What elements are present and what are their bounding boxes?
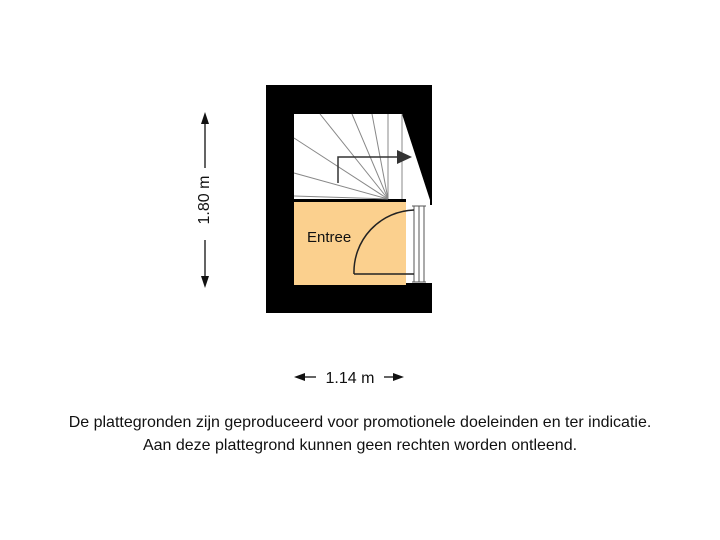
stair-floor	[294, 114, 430, 208]
stair-arrow-head-icon	[397, 150, 412, 164]
room-label: Entree	[307, 229, 351, 246]
height-arrow-bottom-icon	[201, 276, 209, 288]
room-entree	[294, 202, 406, 285]
disclaimer-line-1: De plattegronden zijn geproduceerd voor …	[68, 414, 652, 431]
disclaimer-line-2: Aan deze plattegrond kunnen geen rechten…	[142, 437, 578, 454]
height-label: 1.80 m	[196, 176, 213, 225]
width-arrow-left-icon	[294, 373, 305, 381]
width-arrow-right-icon	[393, 373, 404, 381]
door-swing	[353, 209, 415, 275]
height-arrow-top-icon	[201, 112, 209, 124]
door-frame	[412, 205, 426, 283]
stair-direction-arrow	[337, 156, 398, 183]
stair-room-divider	[294, 199, 406, 202]
width-label: 1.14 m	[326, 370, 375, 387]
